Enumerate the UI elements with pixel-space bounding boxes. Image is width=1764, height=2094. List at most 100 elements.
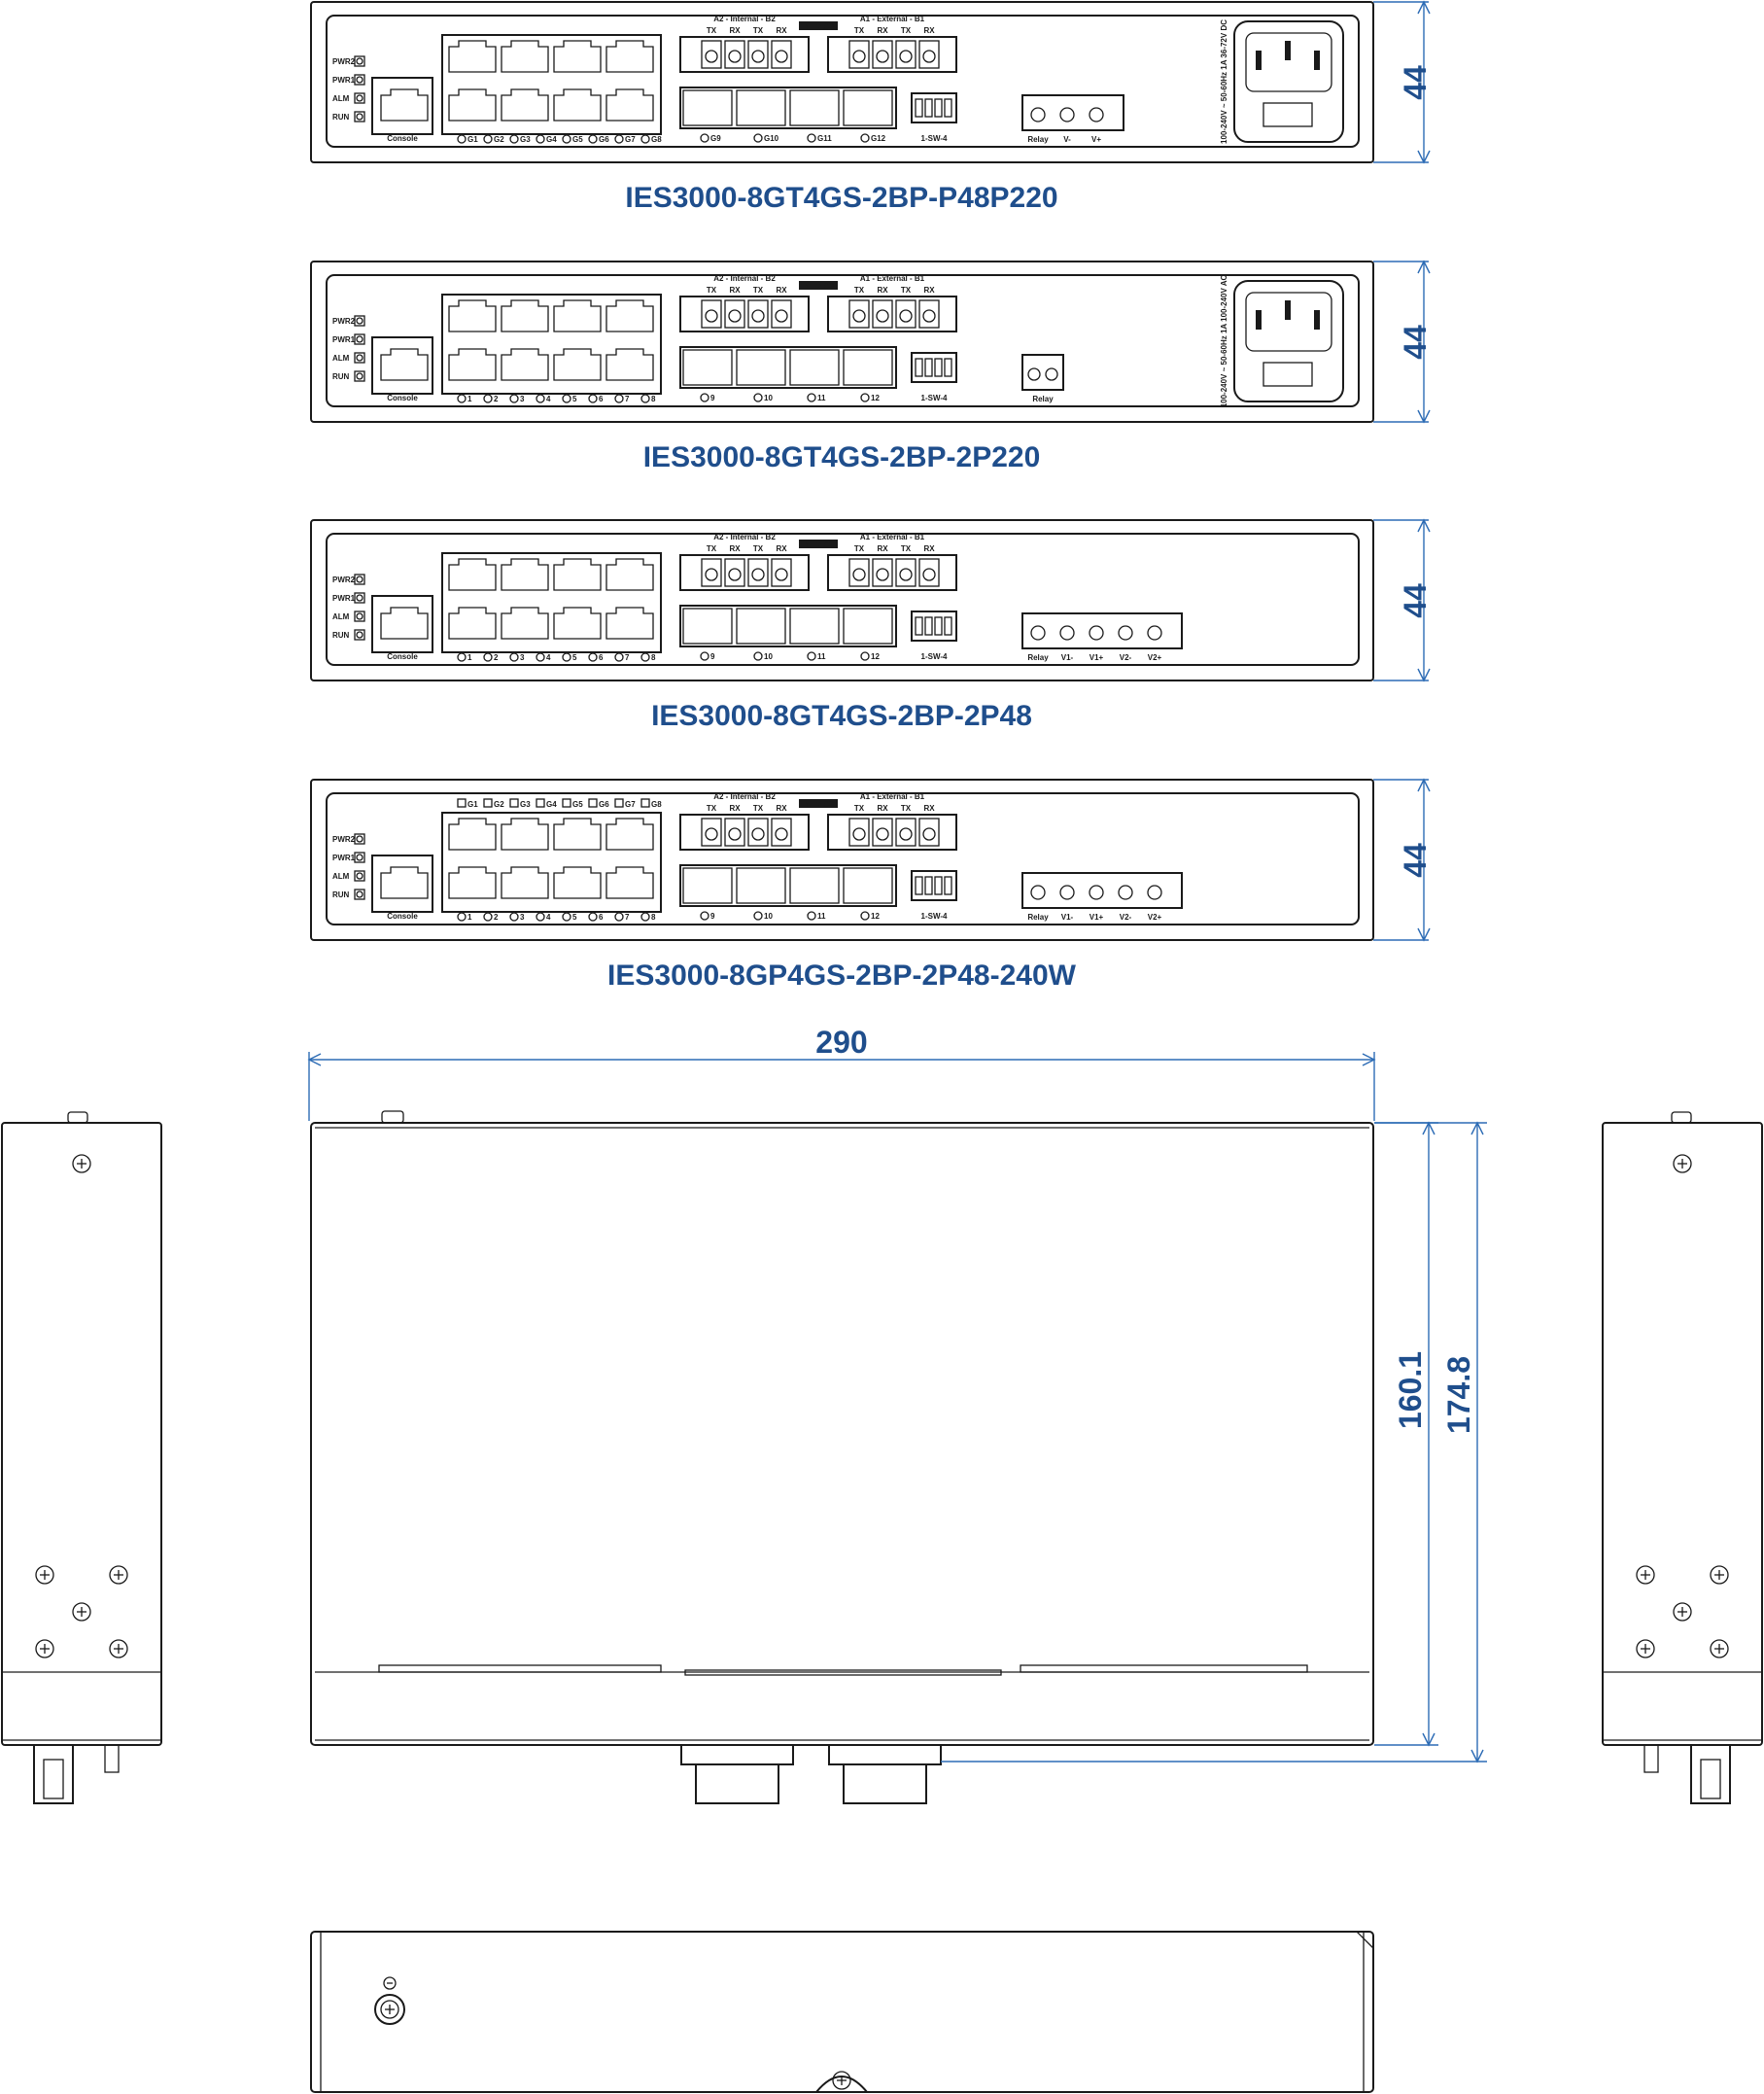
port-label: G4 bbox=[546, 135, 557, 144]
port-led bbox=[614, 652, 624, 662]
port-led bbox=[509, 912, 519, 922]
port-led bbox=[588, 912, 598, 922]
model-name: IES3000-8GT4GS-2BP-2P48 bbox=[651, 700, 1032, 732]
fiber-port-label: RX bbox=[729, 286, 741, 295]
fiber-connector-block bbox=[827, 296, 957, 332]
poe-led bbox=[640, 798, 650, 808]
ethernet-port bbox=[448, 818, 497, 851]
port-label: 7 bbox=[625, 653, 630, 662]
screw-icon bbox=[72, 1602, 91, 1622]
port-led bbox=[483, 134, 493, 144]
poe-label: G1 bbox=[467, 800, 478, 809]
screw-icon bbox=[1636, 1565, 1655, 1585]
dip-label: 1-SW-4 bbox=[921, 134, 949, 143]
screw-icon bbox=[109, 1565, 128, 1585]
console-port-frame bbox=[371, 336, 433, 395]
fiber-port-label: TX bbox=[854, 26, 865, 35]
sfp-port bbox=[789, 867, 840, 904]
sfp-led bbox=[753, 133, 763, 143]
poe-label: G6 bbox=[599, 800, 609, 809]
fiber-connector-block bbox=[827, 814, 957, 851]
port-led bbox=[483, 912, 493, 922]
sfp-port bbox=[843, 867, 893, 904]
port-led bbox=[536, 394, 545, 403]
sfp-led bbox=[807, 651, 816, 661]
port-label: 1 bbox=[467, 395, 472, 403]
led-label: RUN bbox=[332, 372, 350, 381]
fiber-port bbox=[918, 40, 940, 69]
console-port-frame bbox=[371, 855, 433, 913]
screw-icon bbox=[1710, 1565, 1729, 1585]
screw-icon bbox=[1673, 1154, 1692, 1173]
ethernet-port bbox=[501, 88, 549, 122]
sfp-led bbox=[700, 651, 709, 661]
led-label: PWR1 bbox=[332, 854, 356, 862]
fiber-port bbox=[724, 299, 745, 329]
bypass-badge bbox=[799, 540, 838, 548]
port-label: 1 bbox=[467, 653, 472, 662]
port-led bbox=[509, 134, 519, 144]
sfp-led bbox=[860, 911, 870, 921]
fiber-port bbox=[872, 818, 893, 847]
sfp-led bbox=[860, 393, 870, 402]
port-led bbox=[483, 652, 493, 662]
sfp-port bbox=[736, 867, 786, 904]
led-indicator bbox=[354, 889, 365, 900]
ethernet-port bbox=[553, 88, 602, 122]
port-label: 3 bbox=[520, 653, 525, 662]
rj45-block bbox=[441, 294, 662, 395]
power-rating-label: 100-240V ~ 50-60Hz 1A 100-240V AC bbox=[1220, 274, 1228, 407]
depth-dimension-total: 174.8 bbox=[1441, 1356, 1476, 1434]
port-label: 4 bbox=[546, 395, 551, 403]
bypass-label: BYPASS bbox=[803, 800, 835, 809]
port-label: G3 bbox=[520, 135, 531, 144]
led-indicator bbox=[354, 74, 365, 86]
model-name: IES3000-8GT4GS-2BP-2P220 bbox=[643, 441, 1041, 473]
bypass-label: BYPASS bbox=[803, 282, 835, 291]
fiber-port-label: RX bbox=[923, 804, 935, 813]
terminal-label: V+ bbox=[1091, 135, 1101, 144]
screw-icon bbox=[1673, 1602, 1692, 1622]
fiber-connector-block bbox=[827, 36, 957, 73]
sfp-cage-block bbox=[679, 87, 897, 129]
port-led bbox=[536, 912, 545, 922]
sfp-label: 9 bbox=[710, 652, 715, 661]
poe-label: G4 bbox=[546, 800, 557, 809]
led-indicator bbox=[354, 333, 365, 345]
fiber-group-right: A1 - External - B1 bbox=[860, 792, 925, 801]
ethernet-port bbox=[605, 348, 654, 381]
terminal-label: Relay bbox=[1032, 395, 1054, 403]
sfp-port bbox=[736, 349, 786, 386]
bypass-badge bbox=[799, 799, 838, 808]
led-label: RUN bbox=[332, 890, 350, 899]
sfp-cage-block bbox=[679, 605, 897, 647]
ethernet-port bbox=[448, 558, 497, 591]
sfp-label: 11 bbox=[817, 912, 826, 921]
port-label: 8 bbox=[651, 913, 656, 922]
led-label: PWR1 bbox=[332, 594, 356, 603]
ethernet-port bbox=[553, 348, 602, 381]
dip-label: 1-SW-4 bbox=[921, 912, 949, 921]
fiber-port-label: RX bbox=[729, 544, 741, 553]
port-label: G7 bbox=[625, 135, 636, 144]
ethernet-port bbox=[605, 40, 654, 73]
led-label: PWR1 bbox=[332, 76, 356, 85]
port-label: 6 bbox=[599, 653, 604, 662]
console-label: Console bbox=[387, 134, 418, 143]
power-rating-label: 100-240V ~ 50-60Hz 1A 36-72V DC bbox=[1220, 19, 1228, 144]
sfp-label: 10 bbox=[764, 394, 773, 402]
sfp-port bbox=[789, 608, 840, 645]
fiber-port-label: TX bbox=[854, 544, 865, 553]
port-label: 7 bbox=[625, 395, 630, 403]
port-led bbox=[562, 652, 571, 662]
port-label: G1 bbox=[467, 135, 478, 144]
terminal-label: V2+ bbox=[1148, 653, 1162, 662]
ac-power-inlet bbox=[1233, 20, 1344, 143]
terminal-label: V2- bbox=[1120, 913, 1132, 922]
height-dimension: 44 bbox=[1398, 325, 1433, 360]
port-led bbox=[536, 134, 545, 144]
dip-switch bbox=[911, 870, 957, 901]
fiber-port-label: TX bbox=[901, 544, 912, 553]
height-dimension: 44 bbox=[1398, 583, 1433, 618]
sfp-cage-block bbox=[679, 346, 897, 389]
